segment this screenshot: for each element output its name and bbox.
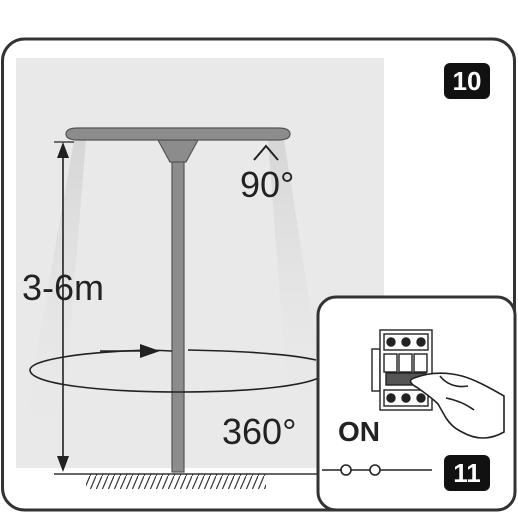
switch-closed-symbol-icon bbox=[322, 464, 432, 476]
circuit-breaker-icon bbox=[371, 329, 433, 411]
double-arrow-vertical-icon bbox=[54, 141, 74, 472]
caret-up-icon bbox=[253, 144, 279, 161]
tilt-angle-label: 90° bbox=[240, 164, 294, 205]
lamp-head bbox=[65, 127, 291, 141]
pole bbox=[171, 159, 185, 473]
step-badge-11 bbox=[444, 455, 490, 491]
height-label: 3-6m bbox=[22, 267, 104, 308]
rotation-label: 360° bbox=[222, 411, 296, 452]
step-badge-10 bbox=[444, 63, 490, 99]
hand-pressing-icon bbox=[409, 372, 505, 439]
ground-hatch bbox=[86, 474, 266, 489]
step-number-11: 11 bbox=[453, 458, 481, 488]
light-beam-right bbox=[268, 140, 330, 430]
switch-state-label: ON bbox=[338, 416, 380, 447]
rotation-ellipse-arrow-icon bbox=[29, 344, 327, 393]
step-number-10: 10 bbox=[453, 66, 482, 96]
light-beam-left bbox=[18, 140, 86, 460]
